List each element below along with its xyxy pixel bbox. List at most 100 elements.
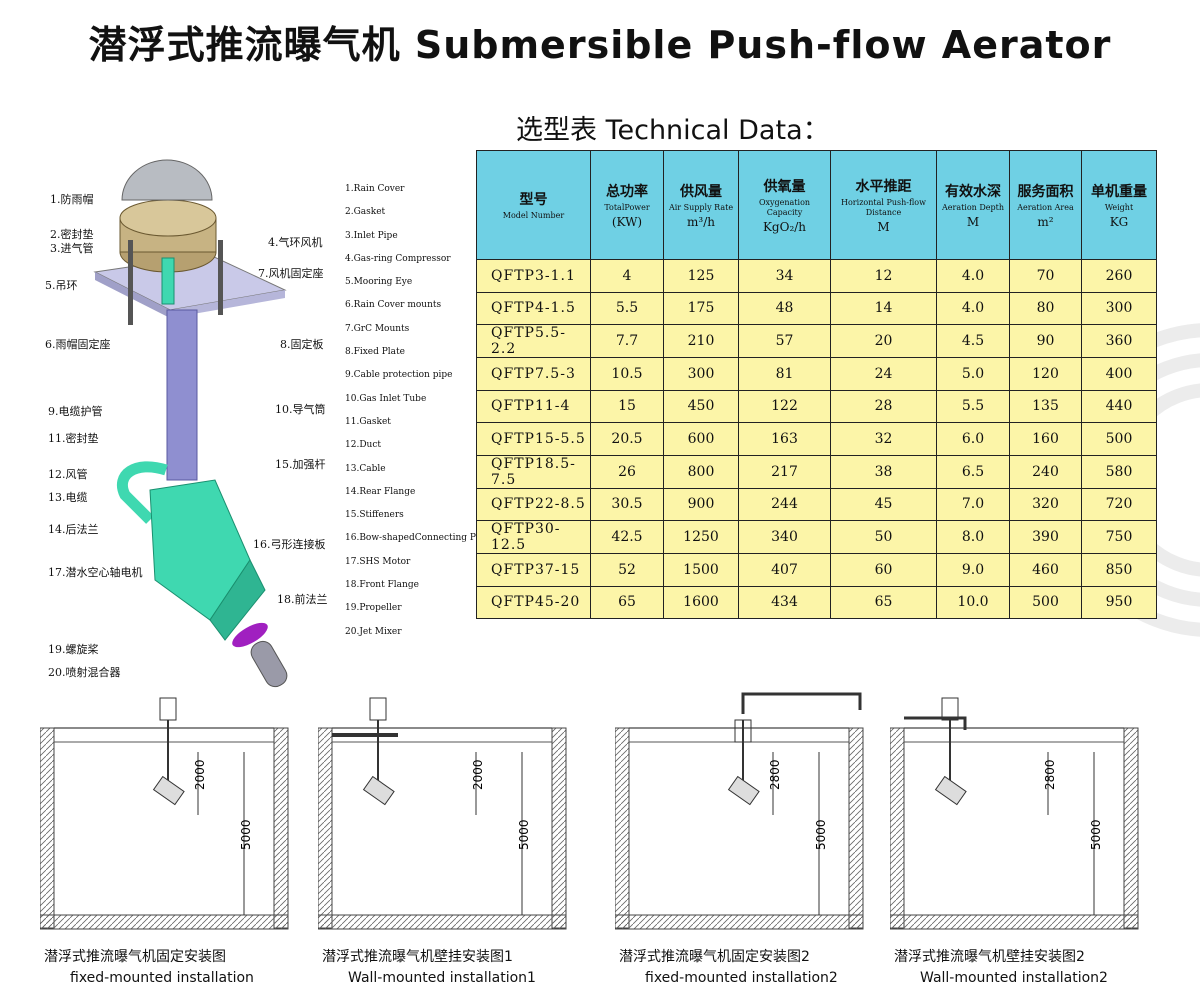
aerator-schematic bbox=[727, 692, 862, 806]
header-en: Air Supply Rate bbox=[668, 203, 734, 212]
data-cell: 900 bbox=[663, 487, 739, 521]
data-cell: 400 bbox=[1081, 357, 1157, 391]
data-cell: 210 bbox=[663, 324, 739, 358]
part-label-en: 15.Stiffeners bbox=[345, 510, 404, 521]
part-label-en: 12.Duct bbox=[345, 440, 381, 451]
data-cell: 4.5 bbox=[936, 324, 1010, 358]
data-cell: 6.5 bbox=[936, 454, 1010, 489]
data-cell: 1600 bbox=[663, 585, 739, 619]
part-label-cn: 11.密封垫 bbox=[48, 432, 99, 445]
data-cell: 24 bbox=[830, 357, 937, 391]
data-cell: 240 bbox=[1009, 454, 1082, 489]
data-cell: 20.5 bbox=[590, 422, 664, 456]
header-unit: m³/h bbox=[687, 215, 715, 229]
data-cell: 60 bbox=[830, 553, 937, 587]
data-cell: 4 bbox=[590, 259, 664, 293]
data-cell: 125 bbox=[663, 259, 739, 293]
part-label-en: 3.Inlet Pipe bbox=[345, 230, 398, 241]
part-label-cn: 15.加强杆 bbox=[275, 458, 326, 471]
part-label-cn: 1.防雨帽 bbox=[50, 193, 94, 206]
part-label-cn: 2.密封垫 bbox=[50, 228, 94, 241]
header-cn: 供氧量 bbox=[763, 179, 806, 195]
dimension-top: 2000 bbox=[193, 759, 207, 790]
model-cell: QFTP45-20 bbox=[476, 585, 591, 619]
duct bbox=[117, 461, 168, 524]
data-cell: 1500 bbox=[663, 553, 739, 587]
model-cell: QFTP22-8.5 bbox=[476, 487, 591, 521]
data-cell: 135 bbox=[1009, 389, 1082, 423]
part-label-en: 10.Gas Inlet Tube bbox=[345, 393, 427, 404]
part-label-en: 13.Cable bbox=[345, 463, 386, 474]
header-cn: 水平推距 bbox=[855, 179, 912, 195]
data-cell: 600 bbox=[663, 422, 739, 456]
aerator-schematic bbox=[332, 697, 398, 806]
table-title: 选型表 Technical Data： bbox=[516, 115, 830, 146]
installation-caption-cn: 潜浮式推流曝气机壁挂安装图1 bbox=[322, 949, 513, 965]
part-label-cn: 20.喷射混合器 bbox=[48, 666, 121, 679]
data-cell: 10.5 bbox=[590, 357, 664, 391]
model-cell: QFTP30-12.5 bbox=[476, 520, 591, 554]
data-cell: 5.0 bbox=[936, 357, 1010, 391]
data-cell: 390 bbox=[1009, 520, 1082, 554]
header-en: Horizontal Push-flow Distance bbox=[841, 198, 926, 217]
installation-svg: 2000 5000 bbox=[40, 697, 289, 930]
data-cell: 15 bbox=[590, 389, 664, 423]
part-label-cn: 13.电缆 bbox=[48, 491, 88, 504]
model-cell: QFTP4-1.5 bbox=[476, 291, 591, 325]
model-cell: QFTP11-4 bbox=[476, 389, 591, 423]
header-cn: 型号 bbox=[519, 192, 548, 208]
part-label-cn: 7.风机固定座 bbox=[258, 267, 324, 280]
aerator-drawing bbox=[93, 159, 288, 688]
rain-cover bbox=[121, 159, 213, 201]
data-cell: 90 bbox=[1009, 324, 1082, 358]
data-cell: 1250 bbox=[663, 520, 739, 554]
part-label-en: 4.Gas-ring Compressor bbox=[345, 253, 451, 264]
dimension-total: 5000 bbox=[814, 819, 828, 850]
data-cell: 7.0 bbox=[936, 487, 1010, 521]
data-cell: 260 bbox=[1081, 259, 1157, 293]
header-en: TotalPower bbox=[604, 203, 650, 212]
jet-mixer bbox=[250, 640, 288, 688]
data-cell: 850 bbox=[1081, 553, 1157, 587]
data-cell: 407 bbox=[738, 553, 831, 587]
propeller bbox=[232, 622, 268, 648]
header-en: Oxygenation Capacity bbox=[758, 198, 811, 217]
data-cell: 14 bbox=[830, 291, 937, 325]
part-label-cn: 14.后法兰 bbox=[48, 523, 99, 536]
data-cell: 340 bbox=[738, 520, 831, 554]
data-cell: 120 bbox=[1009, 357, 1082, 391]
header-unit: (KW) bbox=[611, 215, 643, 229]
header-cn: 总功率 bbox=[606, 184, 648, 200]
dimension-total: 5000 bbox=[239, 819, 253, 850]
data-cell: 244 bbox=[738, 487, 831, 521]
part-label-en: 5.Mooring Eye bbox=[345, 277, 413, 288]
installation-caption-en: fixed-mounted installation2 bbox=[645, 970, 838, 986]
header-en: Aeration Depth bbox=[941, 203, 1005, 212]
data-cell: 720 bbox=[1081, 487, 1157, 521]
model-cell: QFTP37-15 bbox=[476, 553, 591, 587]
data-cell: 80 bbox=[1009, 291, 1082, 325]
gas-inlet-tube bbox=[166, 309, 198, 481]
data-cell: 500 bbox=[1081, 422, 1157, 456]
data-cell: 42.5 bbox=[590, 520, 664, 554]
data-cell: 65 bbox=[830, 585, 937, 619]
data-cell: 950 bbox=[1081, 585, 1157, 619]
installation-caption-cn: 潜浮式推流曝气机固定安装图2 bbox=[619, 949, 810, 965]
header-unit: KG bbox=[1109, 215, 1129, 229]
data-cell: 320 bbox=[1009, 487, 1082, 521]
dimension-top: 2800 bbox=[1043, 759, 1057, 790]
